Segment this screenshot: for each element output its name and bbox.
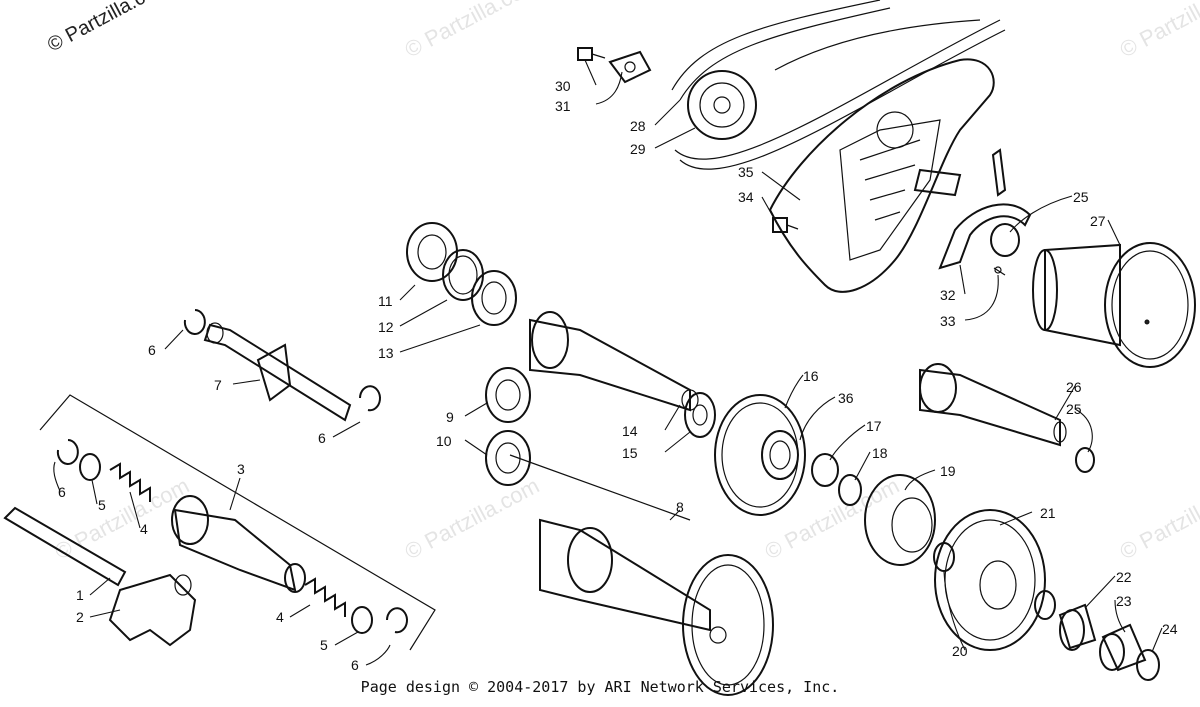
watermark: © Partzilla.com	[1116, 473, 1200, 565]
callout-5-upper: 5	[98, 497, 106, 513]
bracket	[938, 148, 1032, 270]
callout-6d: 6	[351, 657, 359, 673]
gear-21	[934, 509, 1046, 651]
washer-17	[811, 453, 839, 487]
callout-4-upper: 4	[140, 521, 148, 537]
watermark: © Partzilla.com	[401, 473, 544, 565]
shift-fork-rod	[3, 506, 127, 587]
callout-30: 30	[555, 78, 571, 94]
gear-shaft-8	[509, 454, 774, 696]
watermark: © Partzilla.com	[1116, 0, 1200, 62]
needle-bearing-36	[761, 430, 799, 480]
callout-6c: 6	[58, 484, 66, 500]
snap-ring-18	[838, 474, 862, 506]
callout-18: 18	[872, 445, 888, 461]
oil-seal-12	[442, 249, 484, 301]
callout-35: 35	[738, 164, 754, 180]
callout-14: 14	[622, 423, 638, 439]
callout-7: 7	[214, 377, 222, 393]
callout-24: 24	[1162, 621, 1178, 637]
callout-26: 26	[1066, 379, 1082, 395]
shift-fork	[108, 573, 197, 647]
washer-5-lower	[351, 606, 373, 634]
callout-11: 11	[378, 293, 393, 309]
snap-ring-6-upper-right	[359, 385, 381, 412]
callout-5-lower: 5	[320, 637, 328, 653]
cover-bolt	[772, 217, 799, 233]
callout-16: 16	[803, 368, 819, 384]
snap-ring-25-bottom	[1075, 447, 1095, 473]
snap-ring-6-lower-left	[56, 439, 79, 465]
callout-10: 10	[436, 433, 452, 449]
callout-21: 21	[1040, 505, 1056, 521]
leader-lines	[53, 59, 1163, 666]
washer-5-upper	[79, 453, 101, 481]
watermark: © Partzilla.com	[761, 473, 904, 565]
washer-14	[684, 392, 716, 438]
callout-33: 33	[940, 313, 956, 329]
washer-20b	[1034, 590, 1056, 620]
shift-drum-3	[39, 394, 436, 651]
sprocket-bolt	[577, 47, 606, 61]
bearing-9	[485, 367, 531, 423]
gear-16	[714, 394, 806, 516]
spring-4-lower	[304, 577, 346, 617]
snap-ring-6-upper-left	[183, 309, 206, 335]
watermark-group: © Partzilla.com © Partzilla.com © Partzi…	[44, 0, 1200, 564]
callout-29: 29	[630, 141, 646, 157]
callout-25-top: 25	[1073, 189, 1089, 205]
callout-6a: 6	[148, 342, 156, 358]
drive-cover	[768, 58, 995, 293]
callout-17: 17	[866, 418, 882, 434]
callout-8: 8	[676, 499, 684, 515]
callout-15: 15	[622, 445, 638, 461]
callout-6b: 6	[318, 430, 326, 446]
washer-20a	[933, 542, 955, 572]
callout-27: 27	[1090, 213, 1106, 229]
callout-13: 13	[378, 345, 394, 361]
callout-9: 9	[446, 409, 454, 425]
bearing-13	[471, 270, 517, 326]
watermark-top-left: © Partzilla.com	[44, 0, 173, 56]
callout-28: 28	[630, 118, 646, 134]
spring-4-upper	[109, 462, 151, 502]
bearing-10	[485, 430, 531, 486]
callout-4-lower: 4	[276, 609, 284, 625]
footer-credit: Page design © 2004-2017 by ARI Network S…	[360, 678, 840, 696]
callout-23: 23	[1116, 593, 1132, 609]
snap-ring-25-top	[990, 223, 1020, 257]
output-gear-shaft	[1032, 242, 1196, 368]
callout-34: 34	[738, 189, 754, 205]
countershaft	[529, 311, 699, 412]
callout-1: 1	[76, 587, 84, 603]
washer-24	[1136, 649, 1160, 681]
callout-32: 32	[940, 287, 956, 303]
callout-labels: 30 31 28 29 35 34 25 27 32 33 11 12 13 6…	[58, 78, 1178, 673]
callout-31: 31	[555, 98, 571, 114]
sprocket-retainer-plate	[608, 50, 652, 84]
shift-dog-19	[864, 474, 936, 566]
shaft-26	[919, 363, 1067, 447]
bushing-22	[1058, 603, 1097, 651]
callout-25-bottom: 25	[1066, 401, 1082, 417]
callout-3: 3	[237, 461, 245, 477]
drive-chain	[671, 0, 1006, 170]
shift-shaft-7	[203, 322, 352, 422]
callout-12: 12	[378, 319, 394, 335]
collar-23	[1099, 623, 1147, 672]
sprocket	[687, 70, 757, 140]
callout-2: 2	[76, 609, 84, 625]
bracket-screw	[993, 266, 1006, 276]
callout-19: 19	[940, 463, 956, 479]
callout-20: 20	[952, 643, 968, 659]
snap-ring-6-lower-right	[386, 607, 408, 634]
watermark: © Partzilla.com	[401, 0, 544, 62]
callout-36: 36	[838, 390, 854, 406]
callout-22: 22	[1116, 569, 1132, 585]
